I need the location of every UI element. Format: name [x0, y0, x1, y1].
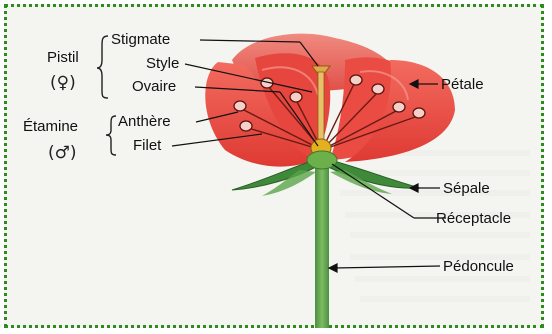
label-pistil: Pistil: [47, 49, 79, 66]
label-filet: Filet: [133, 137, 162, 154]
label-petale: Pétale: [441, 76, 484, 93]
label-receptacle: Réceptacle: [436, 210, 511, 227]
peduncle: [315, 158, 329, 328]
label-ovaire: Ovaire: [132, 78, 176, 95]
etamine-brace: [106, 116, 116, 155]
pistil-brace: [97, 36, 108, 98]
etamine-symbol: (♂): [48, 143, 77, 163]
label-anthere: Anthère: [118, 113, 171, 130]
label-sepale: Sépale: [443, 180, 490, 197]
label-stigmate: Stigmate: [111, 31, 170, 48]
label-pedoncule: Pédoncule: [443, 258, 514, 275]
pistil-symbol: (♀): [50, 73, 76, 93]
label-etamine: Étamine: [23, 118, 78, 135]
receptacle: [307, 151, 337, 169]
label-style: Style: [146, 55, 179, 72]
